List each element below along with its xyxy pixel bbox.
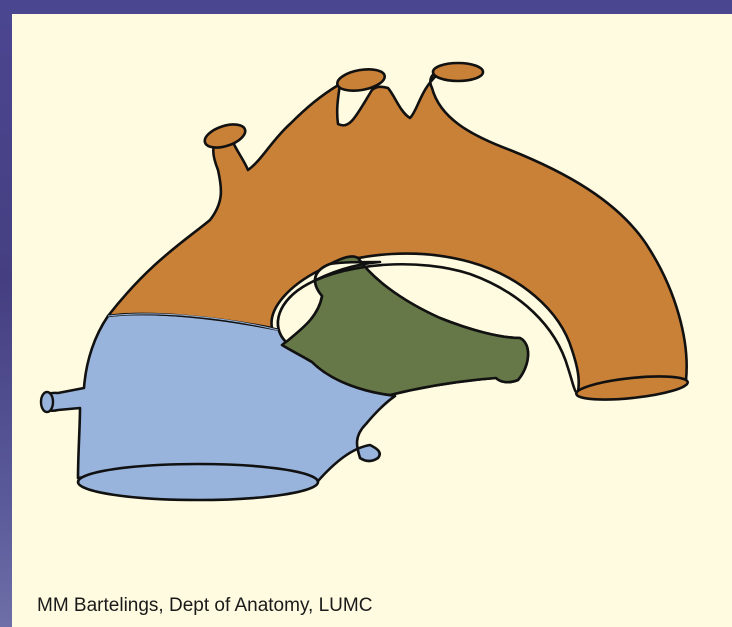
branch-opening-1 [202, 120, 248, 152]
heart-base-bottom-opening [78, 464, 318, 500]
image-credit: MM Bartelings, Dept of Anatomy, LUMC [37, 595, 372, 617]
branch-opening-3 [433, 63, 483, 81]
left-stub [41, 392, 53, 412]
